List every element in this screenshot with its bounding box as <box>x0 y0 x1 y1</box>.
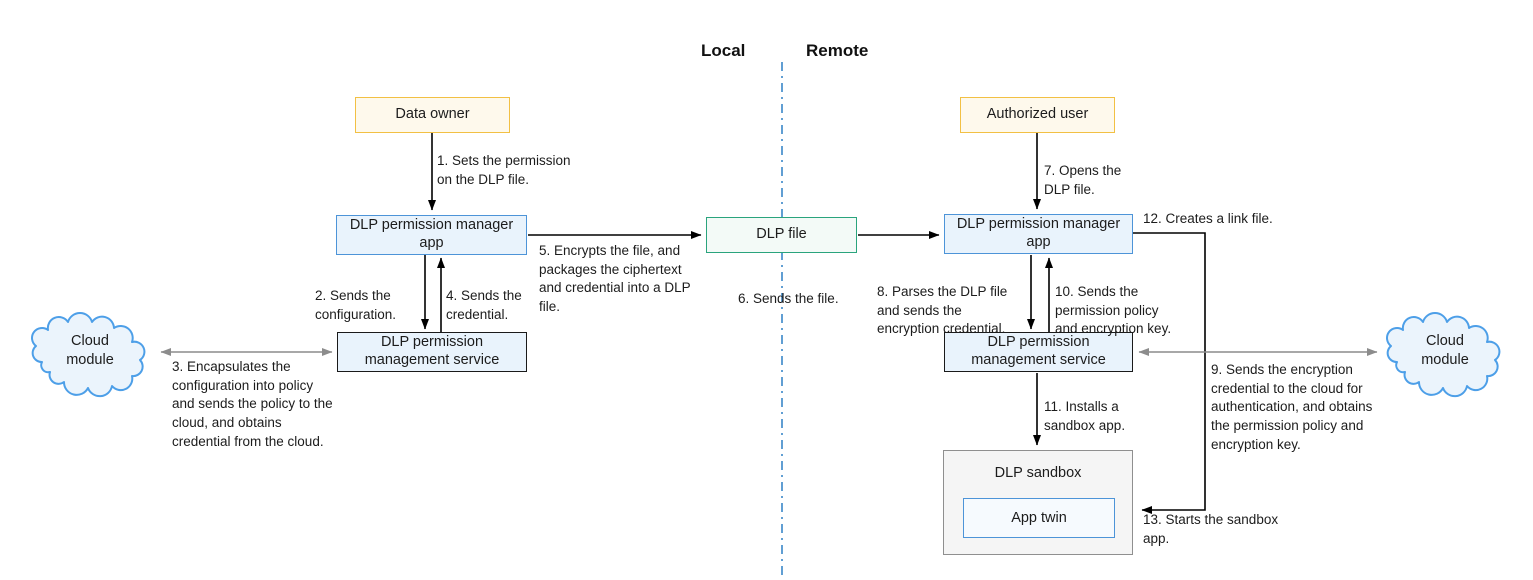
node-dlp-permission-management-service-remote: DLP permission management service <box>944 332 1133 372</box>
step-12-label: 12. Creates a link file. <box>1143 211 1273 226</box>
remote-section-label: Remote <box>806 41 869 60</box>
node-authorized-user: Authorized user <box>960 97 1115 133</box>
step-11-label: 11. Installs a sandbox app. <box>1044 399 1126 433</box>
node-label: DLP permission manager app <box>956 216 1121 250</box>
step-2-label: 2. Sends the configuration. <box>315 288 397 322</box>
cloud-module-label-left: Cloud module <box>50 332 130 370</box>
node-data-owner: Data owner <box>355 97 510 133</box>
step-6-label: 6. Sends the file. <box>738 291 839 306</box>
node-dlp-permission-management-service-local: DLP permission management service <box>337 332 527 372</box>
node-label: DLP permission management service <box>971 334 1106 368</box>
cloud-icon <box>31 312 146 398</box>
node-label: Data owner <box>395 106 470 123</box>
node-label: Authorized user <box>986 106 1089 123</box>
arrow-step12-13 <box>1133 232 1206 514</box>
step-5-label: 5. Encrypts the file, and packages the c… <box>539 243 691 314</box>
local-section-label: Local <box>701 41 746 60</box>
step-8-label: 8. Parses the DLP file and sends the enc… <box>877 284 1008 337</box>
node-dlp-permission-manager-app-local: DLP permission manager app <box>336 215 527 255</box>
node-label: Cloud module <box>1421 333 1469 368</box>
node-dlp-sandbox: DLP sandbox App twin <box>943 450 1133 555</box>
cloud-icon <box>1386 312 1501 398</box>
step-13-label: 13. Starts the sandbox app. <box>1143 512 1279 546</box>
node-label: Cloud module <box>66 333 114 368</box>
node-label: DLP file <box>756 226 807 243</box>
node-label: DLP permission manager app <box>349 217 514 251</box>
step-9-label: 9. Sends the encryption credential to th… <box>1211 362 1373 452</box>
step-4-label: 4. Sends the credential. <box>446 288 522 322</box>
cloud-module-label-right: Cloud module <box>1405 332 1485 370</box>
node-dlp-file: DLP file <box>706 217 857 253</box>
step-1-label: 1. Sets the permission on the DLP file. <box>437 153 571 187</box>
node-label: DLP permission management service <box>364 334 500 368</box>
step-7-label: 7. Opens the DLP file. <box>1044 163 1122 197</box>
step-10-label: 10. Sends the permission policy and encr… <box>1055 284 1172 337</box>
node-label: App twin <box>1011 510 1067 526</box>
node-app-twin: App twin <box>963 498 1115 538</box>
sandbox-title: DLP sandbox <box>994 465 1082 481</box>
step-3-label: 3. Encapsulates the configuration into p… <box>172 359 333 449</box>
node-dlp-permission-manager-app-remote: DLP permission manager app <box>944 214 1133 254</box>
